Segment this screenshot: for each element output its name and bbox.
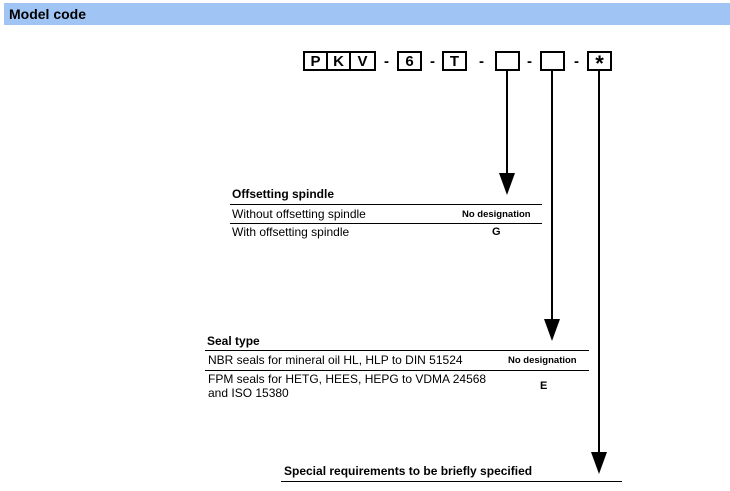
code-box-5: T xyxy=(442,51,467,71)
divider xyxy=(230,204,542,205)
code-dash: - xyxy=(479,53,484,70)
arrow-down-icon xyxy=(499,173,515,195)
arrow-down-icon xyxy=(591,452,607,474)
divider xyxy=(205,370,589,371)
seal-row-code: No designation xyxy=(508,355,577,366)
offsetting-row-code: No designation xyxy=(462,209,531,220)
code-dash: - xyxy=(527,53,532,70)
code-dash: - xyxy=(384,53,389,70)
offsetting-row-label: Without offsetting spindle xyxy=(232,207,366,221)
offsetting-row-code: G xyxy=(492,226,501,238)
seal-row-label: NBR seals for mineral oil HL, HLP to DIN… xyxy=(208,353,463,367)
code-dash: - xyxy=(430,53,435,70)
seal-row-label: FPM seals for HETG, HEES, HEPG to VDMA 2… xyxy=(208,372,487,400)
arrow-down-icon xyxy=(544,319,560,341)
code-box-8: * xyxy=(587,51,612,75)
code-box-3: V xyxy=(349,51,376,71)
header-bar: Model code xyxy=(4,3,730,25)
code-box-1: P xyxy=(303,51,328,71)
offsetting-spindle-title: Offsetting spindle xyxy=(232,187,334,201)
offsetting-row-label: With offsetting spindle xyxy=(232,225,350,239)
divider xyxy=(281,481,622,482)
page-title: Model code xyxy=(9,6,87,22)
seal-type-title: Seal type xyxy=(207,334,260,348)
arrow-line-offsetting xyxy=(506,71,508,175)
code-box-4: 6 xyxy=(397,51,422,71)
code-box-6 xyxy=(495,51,520,71)
code-box-2: K xyxy=(326,51,351,71)
code-box-7 xyxy=(540,51,565,71)
divider xyxy=(230,223,542,224)
arrow-line-seal xyxy=(551,71,553,321)
seal-row-code: E xyxy=(540,380,548,392)
arrow-line-special xyxy=(598,71,600,454)
special-requirements-title: Special requirements to be briefly speci… xyxy=(284,464,533,478)
divider xyxy=(205,350,589,351)
code-dash: - xyxy=(574,53,579,70)
